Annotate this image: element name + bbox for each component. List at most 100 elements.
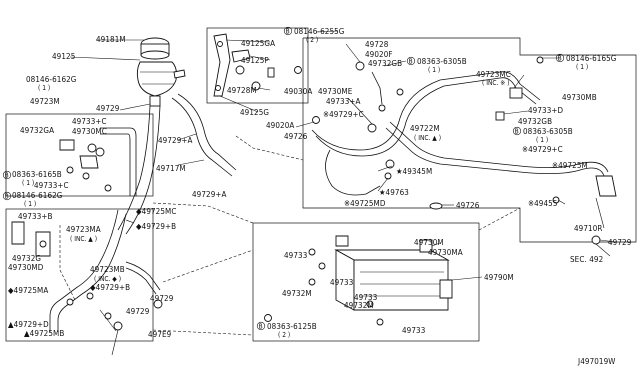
label-49732G: 49732G [12, 254, 41, 263]
svg-text:B: B [558, 55, 562, 63]
label-49125: 49125 [52, 52, 75, 61]
label-49733C: 49733+C [72, 117, 107, 126]
label-49722M: 49722M [410, 124, 440, 133]
label-49723MA-inc: ( INC. ▲ ) [70, 235, 97, 243]
label-49729A: 49729+A [158, 136, 193, 145]
label-49020A: 49020A [266, 121, 294, 130]
label-49729A-b: 49729+A [192, 190, 227, 199]
label-49729-d: 49729 [608, 238, 632, 247]
label-49733-d: 49733 [402, 326, 425, 335]
routing-line-4 [152, 329, 254, 336]
label-08146-6162G-b-qty: ( 1 ) [24, 200, 36, 208]
part-labels: 49181M 49125 08146-6162G ( 1 ) 49723M 49… [2, 26, 632, 366]
label-49181M: 49181M [96, 35, 126, 44]
label-49717M: 49717M [156, 164, 186, 173]
label-49730MD: 49730MD [8, 263, 44, 272]
label-08363-6305B: 08363-6305B [417, 57, 467, 66]
label-49723M: 49723M [30, 97, 60, 106]
b-circle-icon: B [512, 126, 522, 136]
label-08363-6125B-qty: ( 2 ) [278, 331, 290, 339]
label-49730M: 49730M [414, 238, 444, 247]
label-08363-6165B: 08363-6165B [12, 170, 62, 179]
label-49723MB: 49723MB [90, 265, 125, 274]
label-08363-6125B: 08363-6125B [267, 322, 317, 331]
label-49726-b: 49726 [456, 201, 480, 210]
label-49725MA: ◆49725MA [8, 286, 48, 295]
label-49733B: 49733+B [18, 212, 53, 221]
label-49345M: ★49345M [396, 167, 432, 176]
label-49732GA: 49732GA [20, 126, 54, 135]
label-49125G: 49125G [240, 108, 269, 117]
label-08146-6255G-qty: ( 2 ) [306, 36, 318, 44]
diagram-id: J497019W [577, 357, 616, 366]
label-49729B: ◆49729+B [90, 283, 130, 292]
b-circle-icon: B [2, 170, 12, 180]
label-49733-b: 49733 [330, 278, 353, 287]
svg-text:B: B [515, 128, 519, 136]
label-49722M-inc: ( INC. ▲ ) [414, 134, 441, 142]
label-49732M: 49732M [282, 289, 312, 298]
reservoir-bracket-box [206, 27, 309, 104]
label-49030A: 49030A [284, 87, 312, 96]
label-49729B-b: ◆49729+B [136, 222, 176, 231]
label-49790M: 49790M [484, 273, 514, 282]
routing-line-1 [235, 135, 304, 161]
label-49730MC: 49730MC [72, 127, 107, 136]
label-49733-c: 49733 [354, 293, 377, 302]
label-49730MA: 49730MA [428, 248, 463, 257]
routing-line-6 [59, 225, 76, 301]
label-08146-6162G-a-qty: ( 1 ) [38, 84, 50, 92]
label-08146-6165G-qty: ( 1 ) [576, 63, 588, 71]
svg-text:B: B [286, 28, 290, 36]
label-49733A: 49733+A [326, 97, 361, 106]
label-49723MC: 49723MC [476, 70, 511, 79]
label-49710R: 49710R [574, 224, 603, 233]
b-circle-icon: B [256, 321, 266, 331]
label-08363-6165B-qty: ( 1 ) [22, 179, 34, 187]
label-49723MC-inc: ( INC. ※ ) [482, 79, 509, 87]
oil-cooler-group-box [252, 222, 480, 342]
label-49725M: ※49725M [552, 161, 588, 170]
label-49723MA: 49723MA [66, 225, 101, 234]
b-circle-icon: B [283, 26, 293, 36]
left-pipe-group-box [5, 113, 154, 197]
b-circle-icon: B [2, 191, 12, 201]
label-49125GA: 49125GA [241, 39, 275, 48]
label-49733C-b: 49733+C [34, 181, 69, 190]
label-49729-a: 49729 [96, 104, 120, 113]
svg-text:B: B [5, 172, 9, 180]
label-49763: ★49763 [379, 188, 409, 197]
label-49729-b: 49729 [150, 294, 174, 303]
routing-line-2 [152, 202, 254, 224]
routing-line-5 [478, 207, 521, 231]
svg-text:B: B [409, 58, 413, 66]
label-49729-c: 49729 [126, 307, 150, 316]
label-49725MB: ▲49725MB [24, 329, 64, 338]
label-49730ME: 49730ME [318, 87, 353, 96]
svg-text:B: B [259, 323, 263, 331]
label-49733D: 49733+D [528, 106, 564, 115]
reservoir-bracket [213, 33, 302, 97]
label-08146-6162G-b: 08146-6162G [12, 191, 62, 200]
label-49020F: 49020F [365, 50, 393, 59]
left-pipe-clamps [59, 127, 137, 196]
high-pressure-hose-group-box [302, 37, 637, 243]
label-49728: 49728 [365, 40, 389, 49]
label-08146-6162G-a: 08146-6162G [26, 75, 76, 84]
label-49725MD: ※49725MD [344, 199, 386, 208]
label-49729D: ▲49729+D [8, 320, 49, 329]
label-08146-6255G: 08146-6255G [294, 27, 344, 36]
label-49732GB: 49732GB [368, 59, 402, 68]
label-49728M: 49728M [227, 86, 257, 95]
label-08363-6305B-b-qty: ( 1 ) [536, 136, 548, 144]
label-49729C-b: ※49729+C [522, 145, 563, 154]
label-49729C: ※49729+C [323, 110, 364, 119]
lower-left-pipe-group-box [5, 208, 154, 342]
oil-cooler [264, 235, 453, 326]
label-497E9: 497E9 [148, 330, 172, 339]
label-49725MC: ◆49725MC [136, 207, 176, 216]
label-49732GB-b: 49732GB [518, 117, 552, 126]
label-49455: ※49455 [528, 199, 558, 208]
label-08363-6305B-b: 08363-6305B [523, 127, 573, 136]
